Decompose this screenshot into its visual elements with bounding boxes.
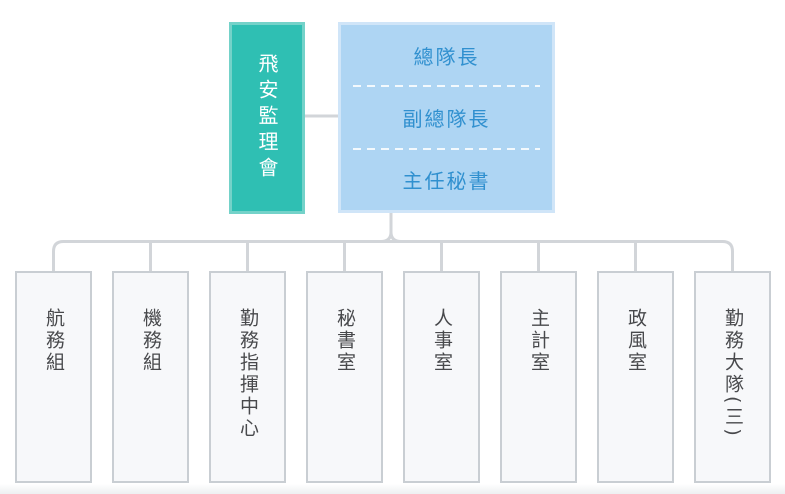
org-node-command: 總隊長 副總隊長 主任秘書 xyxy=(338,22,555,213)
org-node-department: 秘書室 xyxy=(306,271,383,483)
org-node-department: 勤務指揮中心 xyxy=(209,271,286,483)
org-node-flight-safety-board: 飛安監理會 xyxy=(229,22,305,214)
org-node-department: 人事室 xyxy=(403,271,480,483)
link-bracket xyxy=(52,240,734,271)
org-node-flight-safety-board-label: 飛安監理會 xyxy=(255,53,279,183)
org-node-department: 機務組 xyxy=(112,271,189,483)
department-label: 機務組 xyxy=(140,308,162,374)
org-role-deputy-commander-label: 副總隊長 xyxy=(402,106,491,131)
page-bottom-fade xyxy=(0,484,785,494)
org-role-chief-secretary: 主任秘書 xyxy=(341,150,552,210)
org-role-commander-label: 總隊長 xyxy=(413,44,480,69)
org-node-department: 政風室 xyxy=(597,271,674,483)
role-divider xyxy=(353,85,540,88)
department-row: 航務組 機務組 勤務指揮中心 秘書室 人事室 主計室 政風室 勤務大隊(三) xyxy=(15,271,771,483)
org-role-chief-secretary-label: 主任秘書 xyxy=(402,169,491,194)
department-label: 人事室 xyxy=(431,308,453,374)
department-label: 秘書室 xyxy=(334,308,356,374)
org-node-department: 主計室 xyxy=(500,271,577,483)
org-node-department: 勤務大隊(三) xyxy=(694,271,771,483)
org-node-department: 航務組 xyxy=(15,271,92,483)
department-label: 勤務指揮中心 xyxy=(237,308,259,440)
org-role-deputy-commander: 副總隊長 xyxy=(341,87,552,147)
department-label: 勤務大隊(三) xyxy=(722,308,744,439)
department-label: 主計室 xyxy=(528,308,550,374)
role-divider xyxy=(353,147,540,150)
department-label: 政風室 xyxy=(625,308,647,374)
org-role-commander: 總隊長 xyxy=(341,25,552,85)
link-command-drop xyxy=(380,212,393,243)
department-label: 航務組 xyxy=(43,308,65,374)
